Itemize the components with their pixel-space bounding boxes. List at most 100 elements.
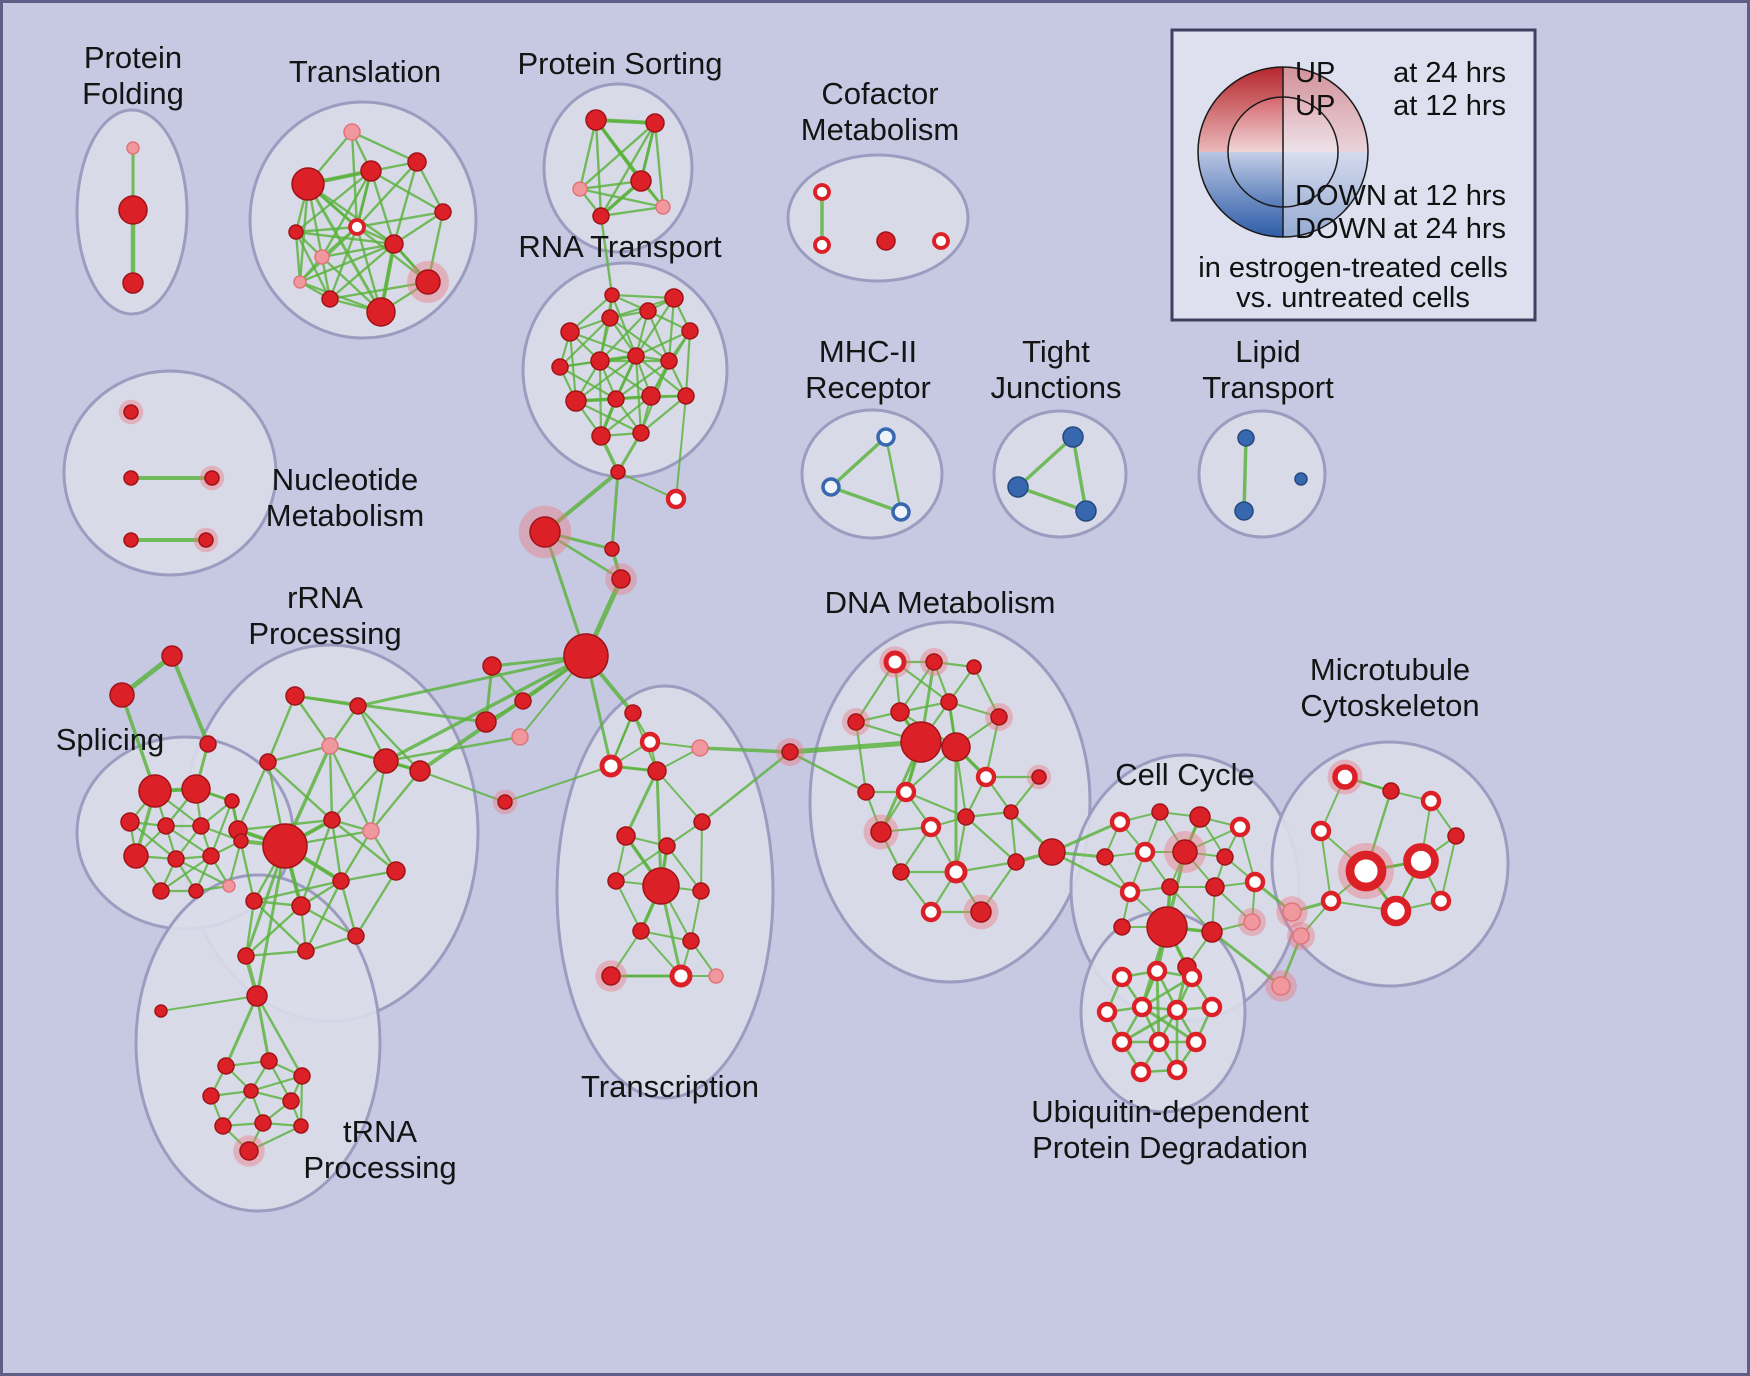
node-red[interactable] [900, 721, 942, 763]
node-red-halo[interactable] [204, 470, 220, 486]
node-red[interactable] [254, 1114, 272, 1132]
node-red[interactable] [407, 152, 427, 172]
node-red[interactable] [627, 347, 645, 365]
node-red[interactable] [217, 1057, 235, 1075]
node-ring[interactable] [1201, 996, 1223, 1018]
node-red[interactable] [1189, 806, 1211, 828]
node-red-halo[interactable] [970, 901, 992, 923]
node-red[interactable] [321, 290, 339, 308]
node-ring[interactable] [1131, 996, 1153, 1018]
node-red[interactable] [285, 686, 305, 706]
node-red[interactable] [632, 424, 650, 442]
node-red[interactable] [120, 812, 140, 832]
node-red[interactable] [260, 1052, 278, 1070]
node-red[interactable] [246, 985, 268, 1007]
node-red-halo[interactable] [870, 821, 892, 843]
node-red[interactable] [645, 113, 665, 133]
node-ring[interactable] [1146, 960, 1168, 982]
node-red[interactable] [681, 322, 699, 340]
node-red[interactable] [282, 1092, 300, 1110]
node-red[interactable] [1161, 878, 1179, 896]
node-red[interactable] [1216, 848, 1234, 866]
node-ring[interactable] [1181, 966, 1203, 988]
node-red[interactable] [592, 207, 610, 225]
node-red[interactable] [409, 760, 431, 782]
node-red[interactable] [332, 872, 350, 890]
node-ring[interactable] [1119, 881, 1141, 903]
node-red[interactable] [154, 1004, 168, 1018]
node-red-halo[interactable] [611, 569, 631, 589]
node-ring[interactable] [1185, 1031, 1207, 1053]
node-ring[interactable] [1130, 1061, 1152, 1083]
node-red[interactable] [347, 927, 365, 945]
node-red[interactable] [293, 1067, 311, 1085]
node-blue[interactable] [1294, 472, 1308, 486]
node-pink[interactable] [572, 181, 588, 197]
node-red[interactable] [664, 288, 684, 308]
node-red[interactable] [940, 693, 958, 711]
node-pink[interactable] [314, 249, 330, 265]
node-red[interactable] [1146, 906, 1188, 948]
node-red[interactable] [639, 302, 657, 320]
node-red[interactable] [607, 390, 625, 408]
node-red[interactable] [349, 697, 367, 715]
node-ring[interactable] [1430, 890, 1452, 912]
node-blue[interactable] [1062, 426, 1084, 448]
node-pink[interactable] [511, 728, 529, 746]
node-red-halo[interactable] [601, 966, 621, 986]
node-red[interactable] [1096, 848, 1114, 866]
node-pink[interactable] [655, 199, 671, 215]
node-ring[interactable] [1109, 811, 1131, 833]
node-red[interactable] [1205, 877, 1225, 897]
node-red[interactable] [890, 702, 910, 722]
node-ring[interactable] [639, 731, 661, 753]
node-red[interactable] [630, 170, 652, 192]
node-red[interactable] [188, 883, 204, 899]
node-pink[interactable] [321, 737, 339, 755]
node-red[interactable] [560, 322, 580, 342]
node-red[interactable] [293, 1118, 309, 1134]
node-blue[interactable] [1007, 476, 1029, 498]
node-red[interactable] [138, 774, 172, 808]
node-red[interactable] [123, 532, 139, 548]
node-red[interactable] [118, 195, 148, 225]
node-pink-halo[interactable] [1243, 913, 1261, 931]
node-ring[interactable] [1134, 841, 1156, 863]
node-red[interactable] [1038, 838, 1066, 866]
node-blue[interactable] [1234, 501, 1254, 521]
node-red[interactable] [1007, 853, 1025, 871]
node-red[interactable] [693, 813, 711, 831]
node-red[interactable] [941, 732, 971, 762]
node-red[interactable] [616, 826, 636, 846]
node-ring[interactable] [1320, 890, 1342, 912]
node-ring[interactable] [1310, 820, 1332, 842]
node-ring[interactable] [1096, 1001, 1118, 1023]
node-pink[interactable] [222, 879, 236, 893]
node-red[interactable] [857, 783, 875, 801]
node-red[interactable] [152, 882, 170, 900]
node-red[interactable] [604, 541, 620, 557]
node-red[interactable] [237, 947, 255, 965]
node-red[interactable] [291, 896, 311, 916]
node-pink-halo[interactable] [1282, 902, 1302, 922]
node-red[interactable] [1382, 782, 1400, 800]
node-red[interactable] [434, 203, 452, 221]
node-red-halo[interactable] [1031, 769, 1047, 785]
node-ring[interactable] [944, 860, 968, 884]
node-blue-ring[interactable] [876, 427, 896, 447]
node-red[interactable] [482, 656, 502, 676]
node-red[interactable] [1151, 803, 1169, 821]
node-pink[interactable] [293, 275, 307, 289]
node-pink[interactable] [691, 739, 709, 757]
node-red[interactable] [565, 390, 587, 412]
node-red[interactable] [214, 1117, 232, 1135]
node-red[interactable] [677, 387, 695, 405]
node-red[interactable] [123, 470, 139, 486]
node-red[interactable] [202, 847, 220, 865]
node-red[interactable] [262, 823, 308, 869]
node-red[interactable] [167, 850, 185, 868]
node-red-halo[interactable] [847, 713, 865, 731]
node-red[interactable] [660, 352, 678, 370]
node-ring[interactable] [669, 964, 693, 988]
node-ring[interactable] [1229, 816, 1251, 838]
